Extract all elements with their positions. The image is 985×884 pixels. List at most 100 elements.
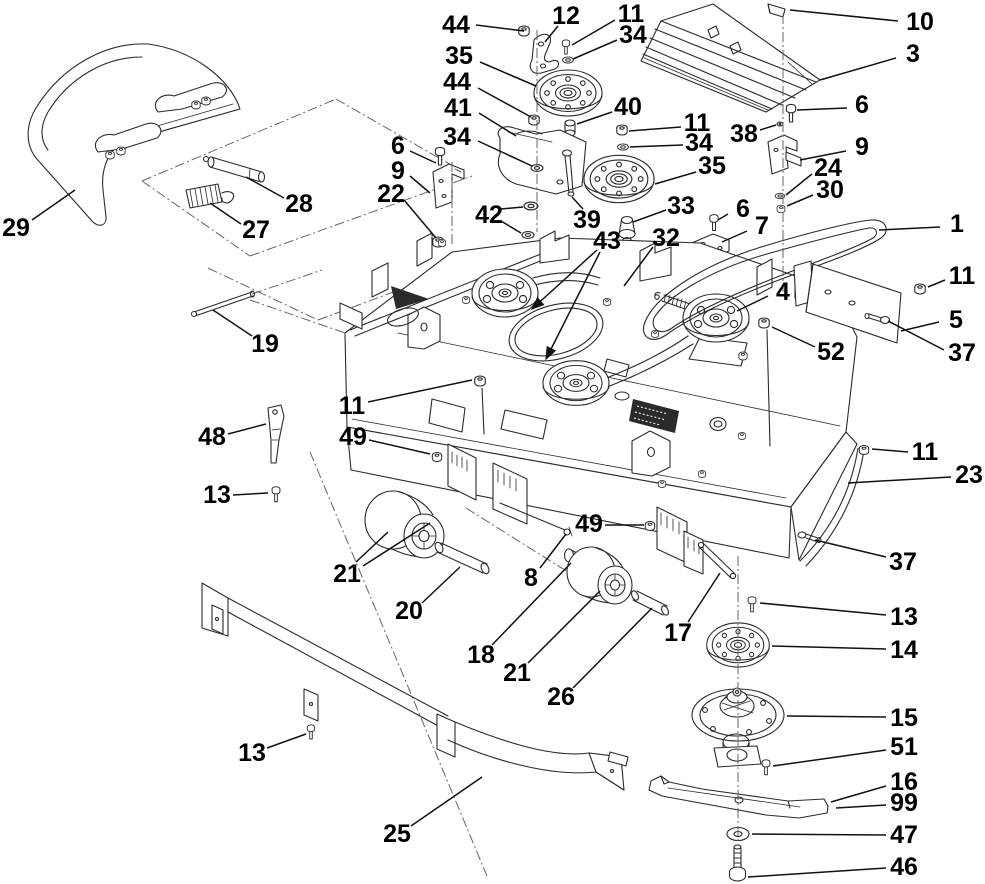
flange-nut-11b [616, 124, 628, 136]
cover-knob [767, 3, 786, 18]
callout-leader-43 [530, 249, 598, 311]
callout-number-47: 47 [890, 821, 918, 849]
callout-leader-9 [799, 150, 847, 161]
phantom-axis-lines [451, 14, 784, 845]
callout-leader-1 [878, 226, 941, 231]
hanger-bracket-9a [432, 163, 465, 209]
callout-number-99: 99 [890, 789, 918, 817]
callout-leader-9 [409, 175, 431, 194]
callout-number-27: 27 [242, 216, 270, 244]
callout-number-6: 6 [736, 195, 750, 223]
callout-leader-21 [362, 522, 431, 567]
callout-number-13: 13 [238, 739, 266, 767]
callout-number-37: 37 [889, 548, 917, 576]
callout-leader-20 [421, 566, 461, 604]
callout-number-43: 43 [593, 227, 621, 255]
callout-number-1: 1 [950, 210, 964, 238]
callout-number-44: 44 [442, 11, 470, 39]
callout-leader-7 [721, 230, 748, 243]
roller-shaft-26 [631, 590, 669, 616]
callout-number-11: 11 [684, 109, 711, 137]
callout-leader-34 [477, 140, 533, 167]
callout-leader-6 [796, 107, 848, 111]
callout-leader-42 [500, 206, 524, 210]
callout-leader-11 [927, 279, 946, 288]
discharge-chute [27, 43, 241, 226]
callout-number-23: 23 [955, 461, 983, 489]
callout-number-4: 4 [776, 278, 790, 306]
bolt-37a [864, 312, 891, 325]
cotter-pin-8 [499, 502, 573, 537]
callout-number-16: 16 [890, 768, 918, 796]
callout-leader-24 [785, 173, 813, 196]
drive-belt-1 [643, 219, 887, 340]
callout-number-24: 24 [814, 154, 842, 182]
callout-number-13: 13 [203, 481, 231, 509]
callout-number-52: 52 [817, 338, 845, 366]
callout-leader-14 [771, 645, 887, 650]
clevis-pin-17 [697, 541, 737, 580]
roller-21b [566, 546, 633, 605]
callout-number-51: 51 [890, 733, 918, 761]
callout-number-21: 21 [333, 560, 361, 588]
washer-42a [523, 201, 539, 211]
callout-leader-26 [572, 607, 653, 689]
callout-number-8: 8 [524, 564, 538, 592]
latch-spring [185, 183, 235, 209]
deck-pulley-front [471, 268, 539, 318]
callout-number-11: 11 [339, 392, 366, 420]
tension-bracket-41 [497, 126, 587, 195]
callout-number-6: 6 [855, 91, 869, 119]
callout-leader-38 [759, 124, 777, 131]
callout-leader-33 [632, 209, 667, 223]
bolt-13a [271, 486, 281, 503]
callout-leader-35 [479, 61, 537, 87]
callout-leader-11 [571, 19, 616, 46]
callout-leader-6 [717, 213, 729, 221]
spindle-pulley-35b [583, 154, 655, 204]
callout-leader-44 [477, 87, 532, 118]
callout-leader-21 [355, 531, 389, 563]
callout-number-49: 49 [339, 423, 367, 451]
callout-number-44: 44 [443, 68, 471, 96]
callout-number-42: 42 [475, 201, 503, 229]
callout-leader-18 [491, 562, 572, 646]
callout-leader-22 [403, 199, 437, 239]
callout-leader-11 [628, 126, 682, 132]
callout-number-17: 17 [664, 619, 692, 647]
callout-leader-8 [539, 533, 567, 569]
callout-number-33: 33 [667, 192, 695, 220]
callout-leader-46 [747, 867, 887, 878]
callout-number-9: 9 [391, 157, 405, 185]
callout-number-49: 49 [575, 510, 603, 538]
callout-leader-34 [572, 39, 618, 60]
callout-leader-44 [475, 24, 525, 32]
callout-number-9: 9 [855, 133, 869, 161]
callout-leader-32 [623, 246, 654, 287]
flange-nut-49b [644, 521, 656, 531]
callout-leader-19 [212, 309, 253, 337]
callout-number-39: 39 [573, 206, 601, 234]
callout-leader-40 [576, 111, 613, 125]
callout-leader-51 [772, 749, 887, 767]
washer-34c [617, 143, 629, 151]
callout-number-15: 15 [890, 704, 918, 732]
callout-leader-13 [232, 492, 269, 496]
callout-number-34: 34 [685, 129, 713, 157]
callout-leader-27 [209, 202, 242, 225]
washer-34a [562, 56, 574, 64]
deck-bumper-23 [799, 447, 865, 567]
callout-leader-49 [368, 439, 431, 455]
roller-shaft-20 [434, 541, 490, 575]
callout-leader-6 [409, 150, 437, 164]
flange-nut-11d [858, 445, 870, 455]
bolt-11a [561, 39, 571, 55]
callout-number-11: 11 [949, 262, 976, 290]
callout-number-3: 3 [906, 40, 920, 68]
callout-leader-35 [654, 171, 697, 185]
callout-leader-16 [830, 785, 887, 803]
flange-nut-52 [758, 317, 770, 329]
pin-under-52 [766, 329, 771, 447]
